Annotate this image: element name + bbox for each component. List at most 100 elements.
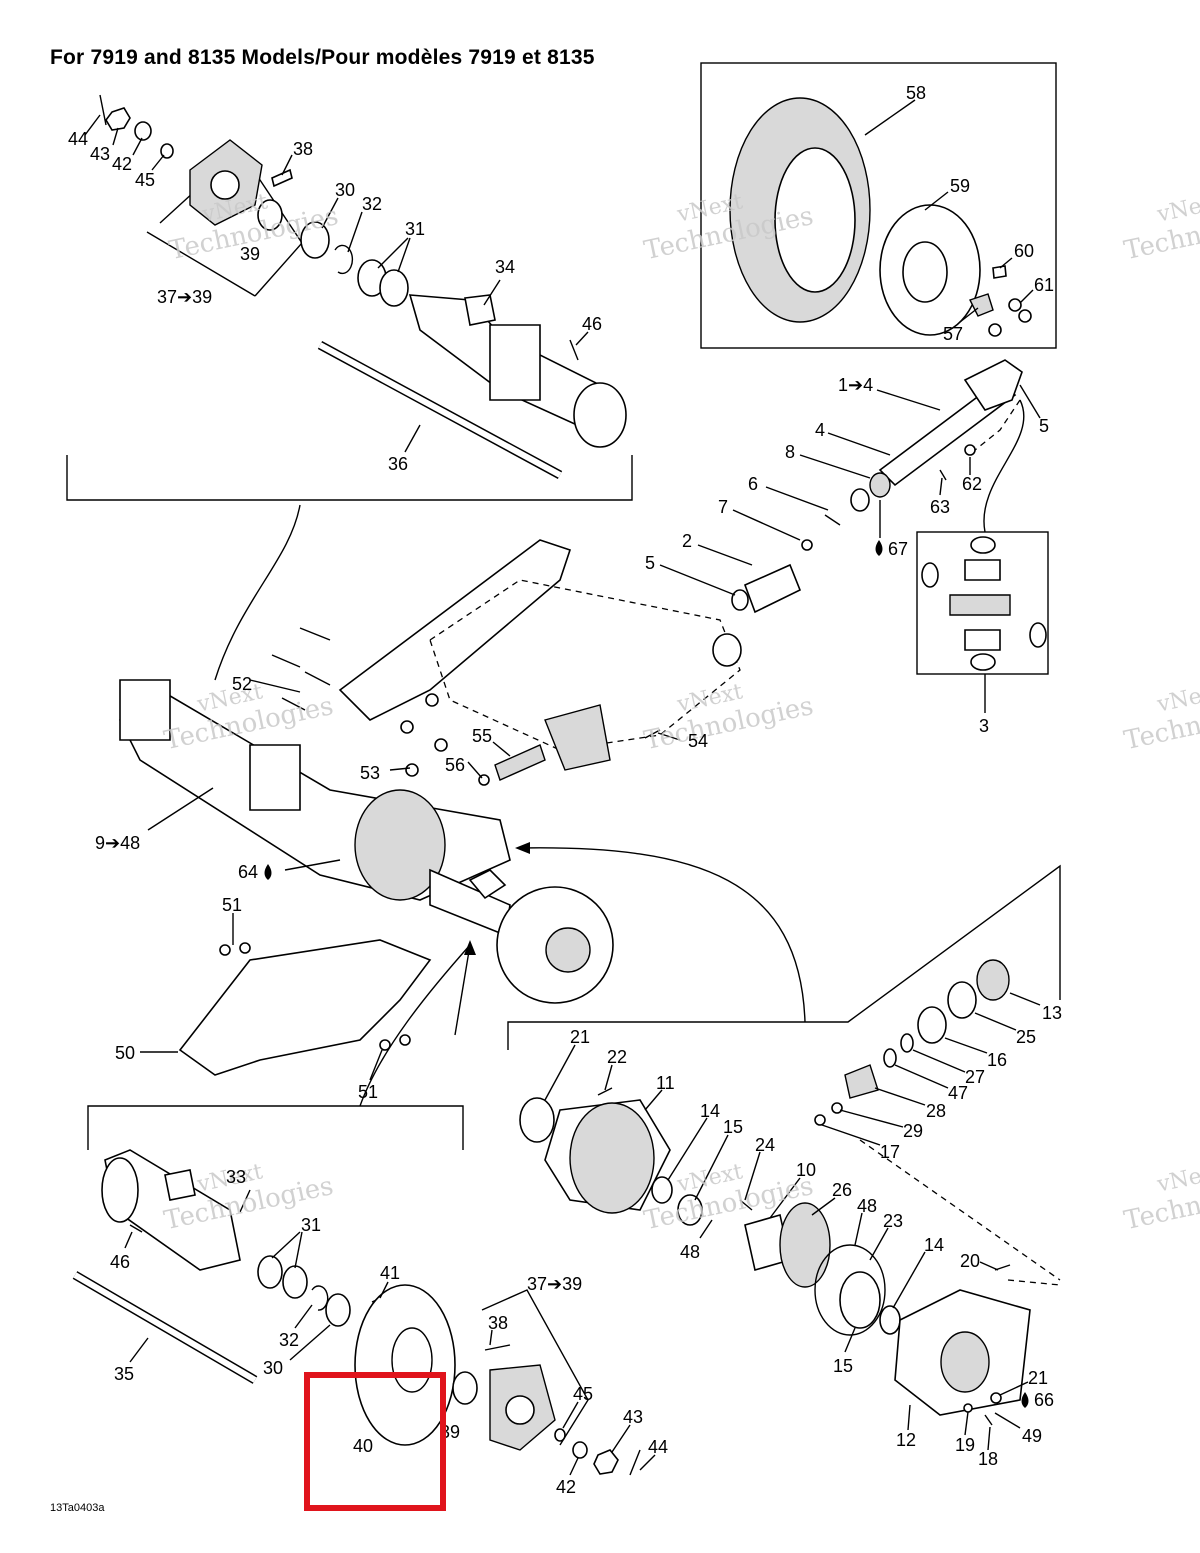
- callout-42b: 42: [556, 1477, 576, 1497]
- nut-61a: [1008, 298, 1022, 312]
- leader-59: [924, 191, 949, 211]
- callout-24: 24: [755, 1135, 775, 1155]
- callout-39a: 39: [240, 244, 260, 264]
- leader-26: [811, 1197, 836, 1216]
- leader-46a: [575, 331, 589, 346]
- leader-42a: [132, 137, 143, 156]
- leader-33: [239, 1189, 251, 1213]
- callout-27: 27: [965, 1067, 985, 1087]
- oil-seal-30b: [325, 1293, 351, 1327]
- brake-disc-40-center: [391, 1327, 433, 1393]
- cross-kit-parts: [921, 536, 1047, 671]
- callout-48a: 48: [680, 1242, 700, 1262]
- plug-21b: [990, 1392, 1002, 1404]
- callout-43b: 43: [623, 1407, 643, 1427]
- leader-25: [974, 1012, 1017, 1031]
- bolt-46-lower: [129, 1224, 143, 1233]
- ring-top: [970, 536, 996, 554]
- leader-4: [827, 432, 891, 456]
- callout-26: 26: [832, 1180, 852, 1200]
- seal-14b: [879, 1305, 901, 1335]
- bolt-54: [644, 729, 661, 739]
- leader-55: [492, 741, 511, 757]
- curve-diff-to-housing: [519, 847, 806, 1023]
- callout-1to4: 1➔4: [838, 375, 873, 395]
- bolt-46-upper: [569, 339, 579, 361]
- callout-63: 63: [930, 497, 950, 517]
- page-title: For 7919 and 8135 Models/Pour modèles 79…: [50, 46, 595, 69]
- cross: [949, 594, 1011, 616]
- stud-upper: [271, 168, 293, 188]
- leader-13: [1009, 992, 1041, 1006]
- callout-20: 20: [960, 1251, 980, 1271]
- curve-upper-to-housing: [214, 504, 301, 681]
- leader-36: [404, 424, 421, 453]
- callout-33: 33: [226, 1167, 246, 1187]
- callout-40: 40: [353, 1436, 373, 1456]
- spring-washer-top: [160, 143, 174, 159]
- cotter-pin: [99, 94, 107, 126]
- washer-19: [963, 1403, 973, 1413]
- callout-51a: 51: [222, 895, 242, 915]
- shim-29: [831, 1102, 843, 1114]
- leader-31a2: [397, 237, 411, 273]
- callout-7: 7: [718, 497, 728, 517]
- leader-5a: [1019, 384, 1041, 419]
- leader-45a: [151, 154, 165, 171]
- brake-disc-hub: [545, 927, 591, 973]
- upper-hub-parts: [99, 94, 627, 479]
- differential-housing: [354, 789, 446, 901]
- leader-24: [744, 1151, 761, 1201]
- callout-14b: 14: [924, 1235, 944, 1255]
- leader-31b2: [294, 1231, 303, 1269]
- o-ring-21a: [519, 1097, 555, 1143]
- leader-54: [657, 732, 681, 741]
- leader-31b1: [271, 1231, 301, 1259]
- callout-43a: 43: [90, 144, 110, 164]
- callout-5b: 5: [645, 553, 655, 573]
- arrow-head-lower: [464, 940, 476, 955]
- callout-21a: 21: [570, 1027, 590, 1047]
- leader-64: [284, 859, 341, 871]
- leader-8: [799, 454, 871, 479]
- callout-42a: 42: [112, 154, 132, 174]
- callout-25: 25: [1016, 1027, 1036, 1047]
- cross-kit-frame: [916, 531, 1049, 675]
- cotter-pin-44b: [629, 1449, 641, 1476]
- callout-4: 4: [815, 420, 825, 440]
- hub-center-upper: [210, 170, 240, 200]
- callout-16: 16: [987, 1050, 1007, 1070]
- rear-axle-assembly: [118, 679, 614, 1004]
- callout-47: 47: [948, 1083, 968, 1103]
- axle-mount-flange: [249, 744, 301, 811]
- rim-hub: [902, 241, 948, 303]
- hub-center-lower: [505, 1395, 535, 1425]
- callout-13: 13: [1042, 1003, 1062, 1023]
- leader-21b: [999, 1381, 1029, 1396]
- upper-axle-bracket: [66, 455, 633, 501]
- driveshaft-guide: [974, 399, 1021, 451]
- skid-plate-parts: [178, 939, 432, 1076]
- callout-37b: 37➔39: [527, 1274, 582, 1294]
- callout-38b: 38: [488, 1313, 508, 1333]
- castle-nut-43b: [593, 1449, 619, 1475]
- bolt-51a: [219, 944, 231, 956]
- bearing-31b: [282, 1265, 308, 1299]
- leader-15b: [844, 1327, 856, 1353]
- callout-45a: 45: [135, 170, 155, 190]
- curve-lower-to-housing: [359, 944, 471, 1107]
- leader-47: [894, 1064, 949, 1089]
- watermarks: vNext Technologies vNext Technologies vN…: [161, 189, 1200, 1236]
- swing-arm-bushing: [712, 633, 742, 667]
- leader-45b: [562, 1401, 579, 1429]
- leader-27: [912, 1049, 966, 1073]
- watermark-9: vNext Technologies: [1121, 1159, 1200, 1236]
- leader-56: [467, 761, 483, 779]
- drawing-code: 13Ta0403a: [50, 1502, 105, 1514]
- housing-12-bore: [940, 1331, 990, 1393]
- leader-12: [907, 1404, 911, 1431]
- nut-53d: [405, 763, 419, 777]
- axle-shaft-upper-fill: [318, 342, 562, 478]
- callout-38a: 38: [293, 139, 313, 159]
- callout-44b: 44: [648, 1437, 668, 1457]
